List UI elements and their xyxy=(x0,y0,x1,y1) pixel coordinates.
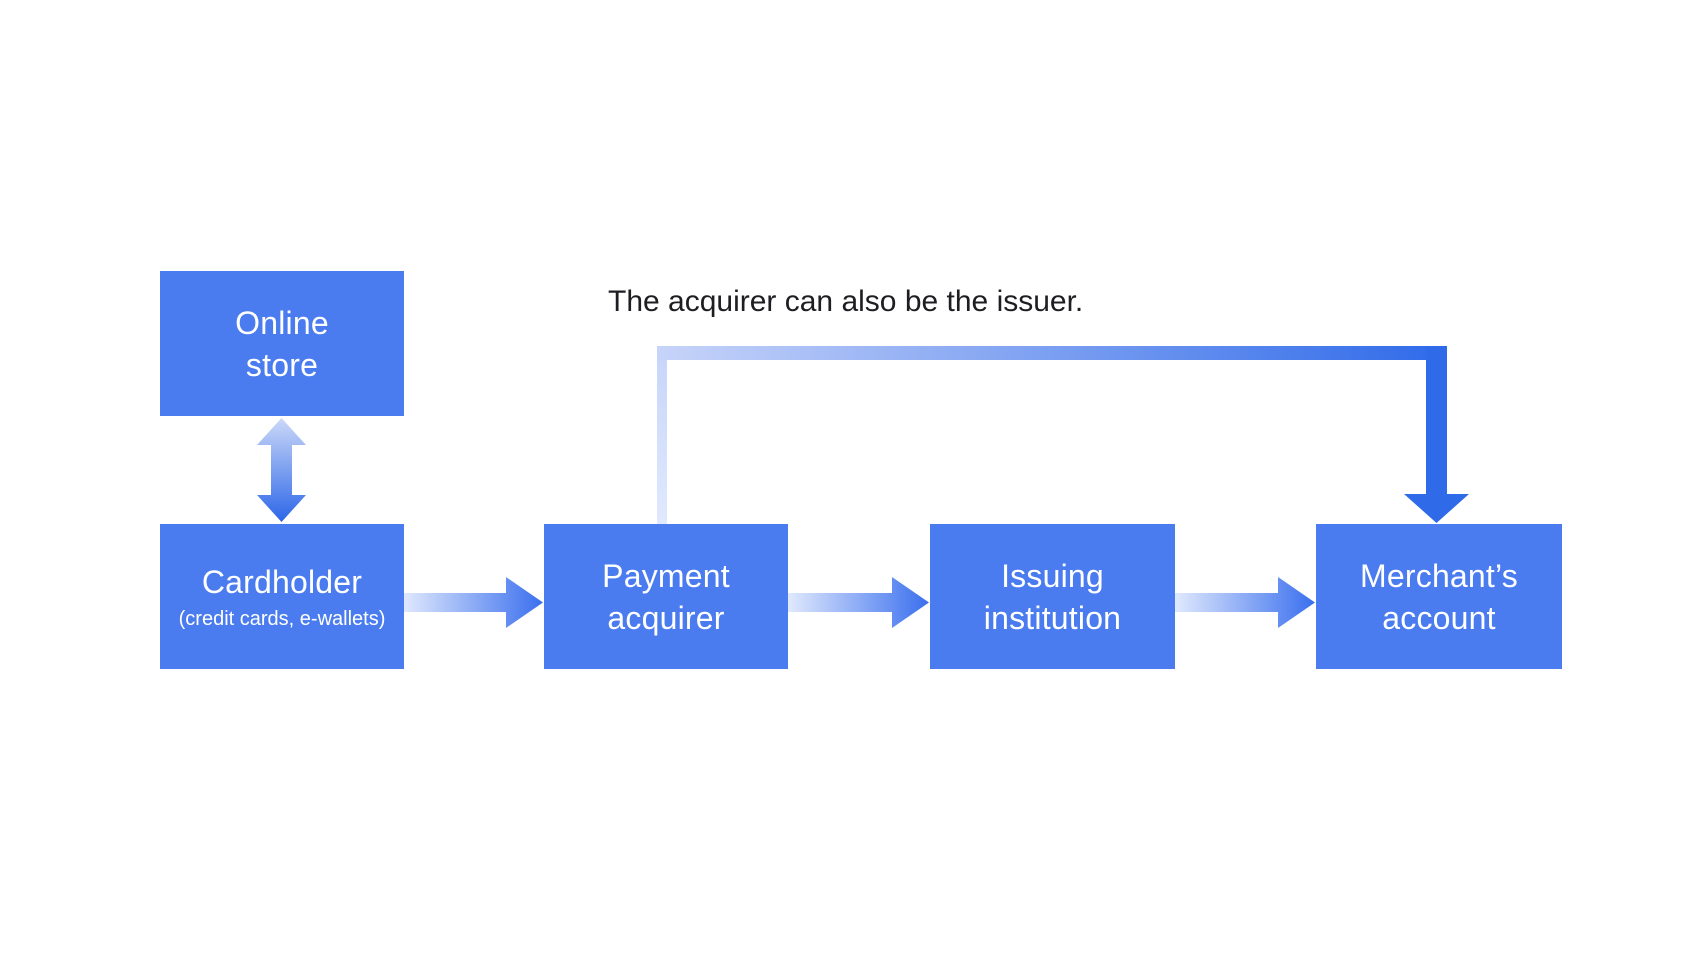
node-payment-acquirer-label: Payment acquirer xyxy=(602,557,730,636)
bypass-arrowhead-down xyxy=(1404,494,1469,523)
node-online-store-label: Online store xyxy=(235,304,329,383)
node-issuing-institution: Issuing institution xyxy=(930,524,1175,669)
node-issuing-institution-label: Issuing institution xyxy=(983,557,1122,636)
diagram-caption: The acquirer can also be the issuer. xyxy=(608,285,1084,318)
double-arrow-store-cardholder xyxy=(257,418,306,522)
node-merchant-account: Merchant’s account xyxy=(1316,524,1562,669)
arrow-cardholder-to-acquirer xyxy=(403,577,543,628)
node-cardholder-subtitle: (credit cards, e-wallets) xyxy=(178,607,386,630)
arrow-acquirer-to-issuer xyxy=(788,577,929,628)
node-payment-acquirer: Payment acquirer xyxy=(544,524,788,669)
node-cardholder: Cardholder (credit cards, e-wallets) xyxy=(160,524,404,669)
bypass-horizontal-segment xyxy=(657,346,1447,360)
node-merchant-account-label: Merchant’s account xyxy=(1360,557,1518,636)
bypass-vertical-light-segment xyxy=(657,346,667,524)
node-cardholder-label: Cardholder xyxy=(201,563,363,600)
node-online-store: Online store xyxy=(160,271,404,416)
arrow-issuer-to-merchant xyxy=(1175,577,1315,628)
bypass-vertical-drop-segment xyxy=(1426,346,1447,496)
